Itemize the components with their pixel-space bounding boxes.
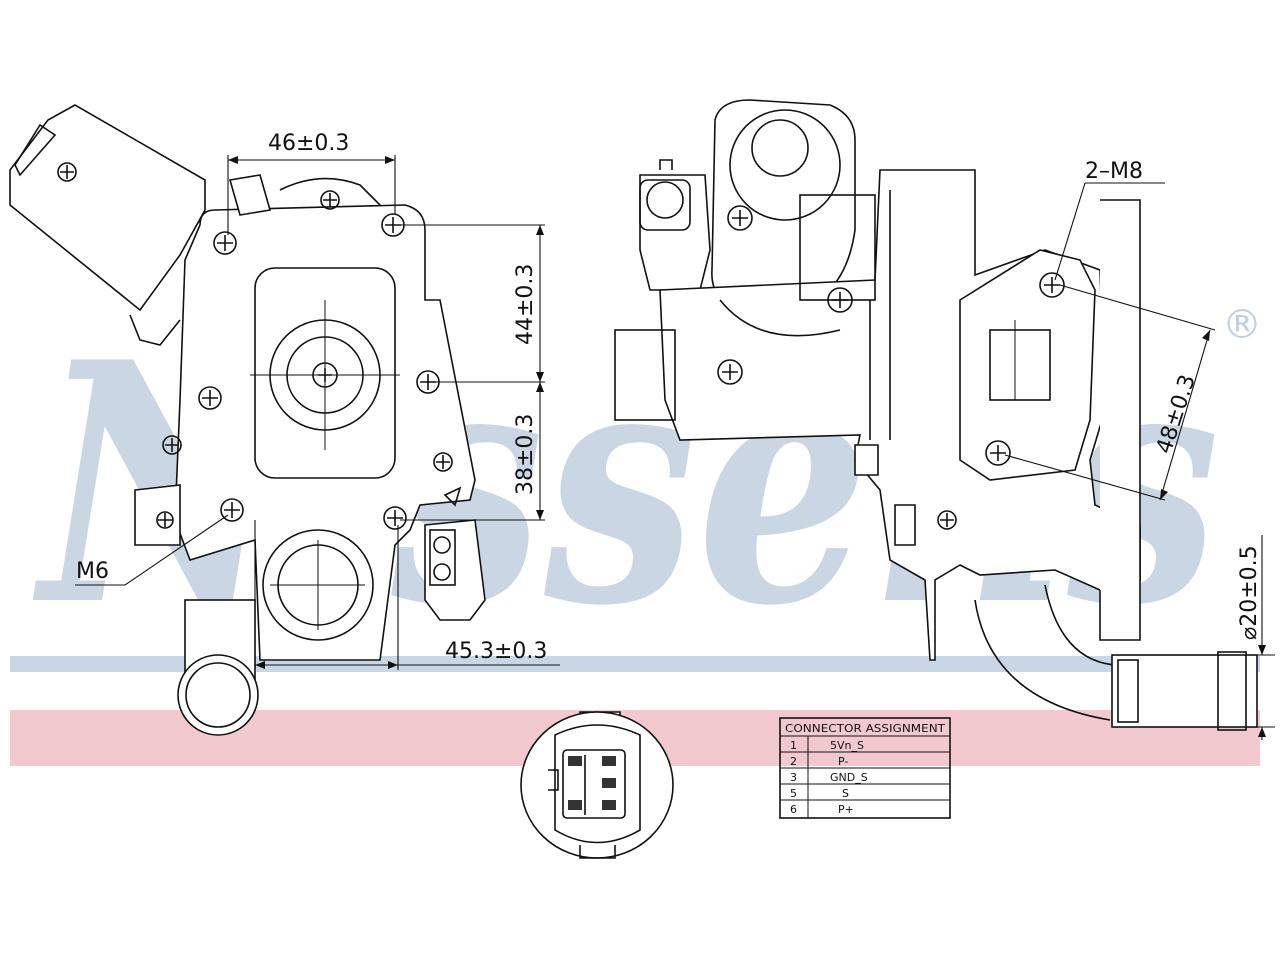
- table-signal: P-: [838, 755, 848, 768]
- front-view: 46±0.3 44±0.3 38±0.3 45.3±0.3 M6: [9, 104, 560, 736]
- table-pin: 2: [790, 755, 797, 768]
- thread-label-left: M6: [76, 559, 109, 584]
- registered-mark: ®: [1222, 302, 1262, 348]
- table-signal: 5Vn_S: [830, 739, 864, 752]
- table-pin: 6: [790, 803, 797, 816]
- table-signal: P+: [838, 803, 854, 816]
- table-signal: GND_S: [830, 771, 868, 784]
- table-header: CONNECTOR ASSIGNMENT: [785, 722, 945, 735]
- dim-height-upper: 44±0.3: [513, 264, 538, 345]
- table-signal: S: [842, 787, 849, 800]
- side-view: 2–M8 48±0.3 ⌀20±0.5: [614, 99, 1275, 740]
- table-pin: 3: [790, 771, 797, 784]
- actuator-dome: [711, 99, 856, 311]
- dim-width-top: 46±0.3: [268, 131, 349, 156]
- dim-height-lower: 38±0.3: [513, 414, 538, 495]
- table-pin: 1: [790, 739, 797, 752]
- connector-face: [520, 711, 674, 859]
- dim-pipe-diameter: ⌀20±0.5: [1237, 545, 1262, 640]
- connector-assignment-table: CONNECTOR ASSIGNMENT 1 5Vn_S 2 P- 3 GND_…: [779, 717, 951, 819]
- connector-housing: [9, 104, 206, 312]
- dim-width-bottom: 45.3±0.3: [445, 639, 547, 664]
- table-pin: 5: [790, 787, 797, 800]
- thread-label-right: 2–M8: [1085, 159, 1143, 184]
